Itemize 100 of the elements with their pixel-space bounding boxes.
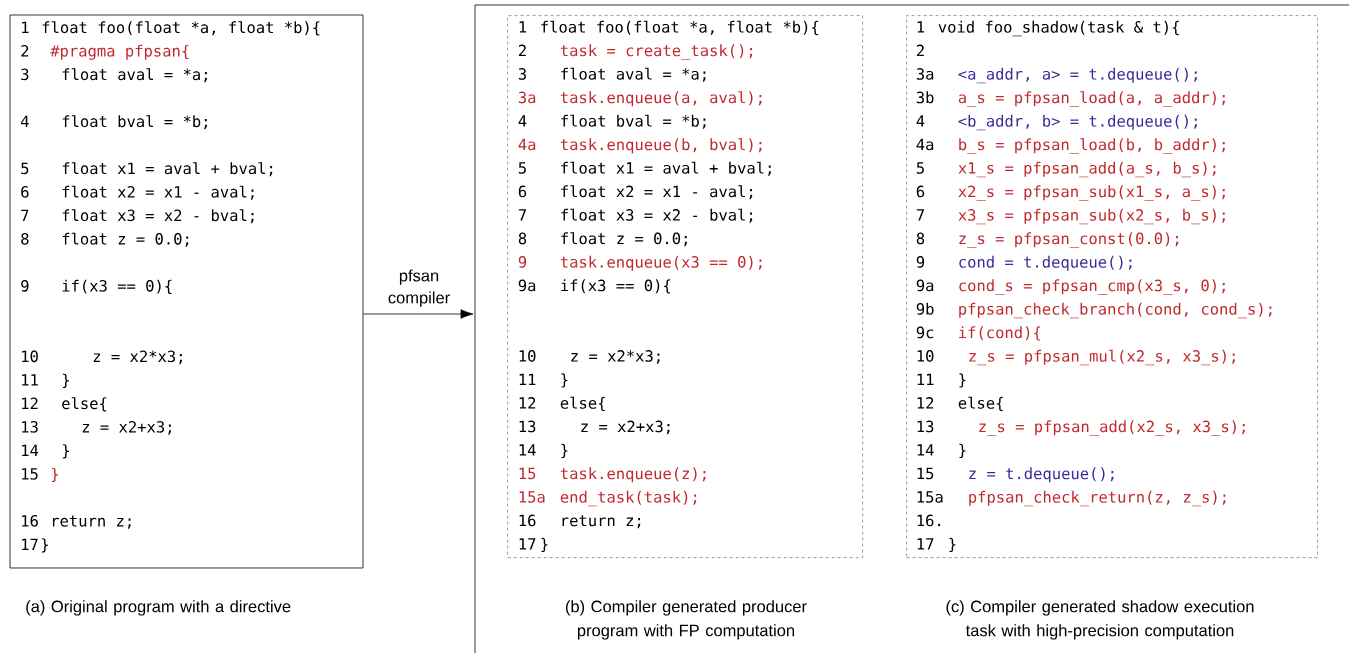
code-text: float bval = *b; bbox=[561, 114, 706, 129]
code-text: z = t.dequeue(); bbox=[969, 467, 1114, 483]
caption: (c) Compiler generated shadow execution task with high-precision computation bbox=[946, 600, 1254, 640]
caption: (a) Original program with a directive bbox=[26, 600, 291, 616]
line-number: 13 bbox=[519, 420, 536, 433]
code-text: else{ bbox=[560, 396, 605, 412]
line-number: 10 bbox=[917, 350, 934, 362]
line-number: 8 bbox=[916, 232, 925, 245]
code-text: } bbox=[51, 467, 58, 482]
code-text: float z = 0.0; bbox=[62, 232, 189, 247]
line-number: 4 bbox=[916, 115, 925, 127]
line-number: 15a bbox=[917, 491, 943, 503]
code-text: task.enqueue(b, bval); bbox=[560, 138, 762, 154]
line-number: 11 bbox=[519, 373, 536, 386]
code-text: pfpsan_check_branch(cond, cond_s); bbox=[959, 302, 1272, 319]
line-number: 17 bbox=[22, 538, 38, 550]
code-text: } bbox=[959, 373, 966, 388]
line-number: 14 bbox=[22, 444, 39, 456]
line-number: 12 bbox=[917, 397, 934, 409]
code-text: task.enqueue(a, aval); bbox=[560, 91, 762, 107]
line-number: 12 bbox=[519, 397, 536, 409]
line-number: 15a bbox=[519, 491, 545, 503]
line-number: 2 bbox=[916, 44, 924, 57]
code-text: } bbox=[41, 538, 48, 553]
code-text: float x3 = x2 - bval; bbox=[561, 208, 753, 223]
code-text: cond = t.dequeue(); bbox=[959, 255, 1132, 271]
line-number: 9b bbox=[916, 302, 934, 315]
line-number: 3a bbox=[518, 91, 536, 104]
code-text: cond_s = pfpsan_cmp(x3_s, 0); bbox=[959, 279, 1225, 295]
line-number: 2 bbox=[21, 45, 29, 57]
code-text: } bbox=[62, 444, 69, 459]
line-number: 4a bbox=[518, 138, 536, 151]
line-number: 6 bbox=[518, 185, 527, 198]
line-number: 14 bbox=[519, 444, 536, 456]
line-number: 16 bbox=[519, 514, 536, 527]
line-number: 3a bbox=[916, 68, 934, 80]
line-number: 9a bbox=[916, 279, 934, 292]
line-number: 6 bbox=[21, 186, 29, 198]
code-text: float foo(float *a, float *b){ bbox=[541, 20, 819, 36]
line-number: 7 bbox=[916, 209, 924, 221]
code-text: } bbox=[949, 537, 956, 553]
code-text: a_s = pfpsan_load(a, a_addr); bbox=[958, 91, 1225, 107]
line-number: 2 bbox=[518, 44, 526, 57]
line-number: 5 bbox=[916, 162, 924, 174]
line-number: 4 bbox=[518, 115, 527, 127]
code-text: end_task(task); bbox=[560, 490, 697, 507]
code-text: task.enqueue(z); bbox=[560, 467, 706, 483]
line-number: 9c bbox=[916, 326, 934, 339]
code-text: if(x3 == 0){ bbox=[561, 279, 671, 294]
code-text: float x3 = x2 - bval; bbox=[62, 209, 254, 224]
code-text: return z; bbox=[52, 515, 131, 529]
code-text: float bval = *b; bbox=[62, 115, 207, 130]
line-number: 9 bbox=[916, 256, 925, 268]
line-number: 17 bbox=[519, 538, 536, 550]
code-text: } bbox=[561, 443, 568, 459]
caption: (b) Compiler generated producer program with FP computation bbox=[565, 600, 807, 640]
line-number: 5 bbox=[518, 162, 526, 174]
line-number: 12 bbox=[22, 397, 38, 409]
code-text: float x2 = x1 - aval; bbox=[561, 185, 753, 200]
line-number: 9a bbox=[518, 279, 536, 292]
line-number: 8 bbox=[518, 232, 527, 245]
code-text: else{ bbox=[958, 396, 1003, 412]
line-number: 8 bbox=[21, 233, 29, 245]
code-text: float aval = *a; bbox=[561, 67, 706, 82]
line-number: 7 bbox=[518, 209, 526, 221]
code-text: float z = 0.0; bbox=[561, 232, 687, 247]
code-text: float x1 = aval + bval; bbox=[62, 162, 273, 177]
edge-label: pfsan compiler bbox=[388, 269, 450, 307]
line-number: 15 bbox=[22, 468, 38, 480]
line-number: 1 bbox=[917, 21, 925, 33]
line-number: 11 bbox=[22, 374, 38, 386]
code-text: float aval = *a; bbox=[62, 68, 207, 83]
code-text: #pragma pfpsan{ bbox=[50, 44, 189, 60]
code-text: if(x3 == 0){ bbox=[62, 279, 172, 294]
code-text: x3_s = pfpsan_sub(x2_s, b_s); bbox=[958, 208, 1225, 225]
line-number: 13 bbox=[917, 420, 934, 433]
code-text: float foo(float *a, float *b){ bbox=[42, 21, 320, 36]
code-text: } bbox=[541, 537, 548, 553]
line-number: 13 bbox=[22, 421, 38, 433]
code-text: if(cond){ bbox=[959, 326, 1041, 341]
line-number: 10 bbox=[519, 350, 536, 362]
panel-frame bbox=[474, 4, 1349, 653]
line-number: 3 bbox=[518, 68, 526, 80]
line-number: 4 bbox=[21, 115, 29, 127]
arrow bbox=[363, 309, 474, 319]
line-number: 15 bbox=[519, 467, 536, 480]
line-number: 11 bbox=[917, 373, 934, 386]
code-text: <a_addr, a> = t.dequeue(); bbox=[958, 67, 1197, 84]
code-text: z_s = pfpsan_mul(x2_s, x3_s); bbox=[969, 349, 1235, 366]
code-text: z = x2+x3; bbox=[581, 420, 670, 435]
line-number: 6 bbox=[916, 185, 925, 198]
code-text: task.enqueue(x3 == 0); bbox=[560, 255, 762, 271]
code-text: } bbox=[561, 373, 568, 388]
line-number: 16. bbox=[917, 514, 941, 527]
code-text: task = create_task(); bbox=[560, 44, 753, 60]
code-text: b_s = pfpsan_load(b, b_addr); bbox=[959, 138, 1225, 154]
code-text: float x1 = aval + bval; bbox=[561, 161, 771, 176]
line-number: 9 bbox=[518, 256, 527, 268]
line-number: 15 bbox=[917, 467, 934, 480]
line-number: 10 bbox=[22, 350, 38, 363]
